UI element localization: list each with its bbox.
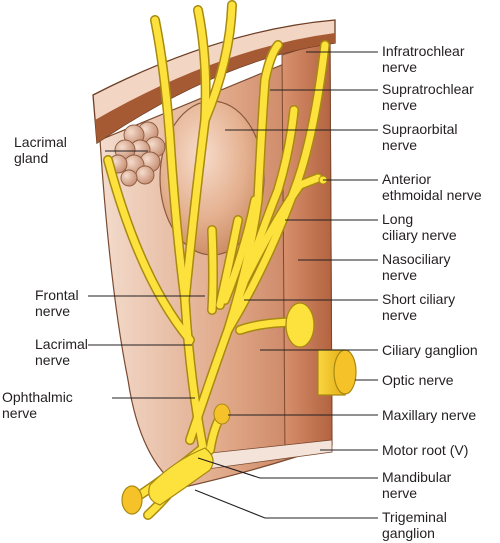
label-line-2: nerve [382,307,417,323]
label-line-2: nerve [382,97,417,113]
label-line-1: Ciliary ganglion [382,342,478,358]
label-short-ciliary-nerve: Short ciliary nerve [382,291,455,323]
label-line-1: Anterior [382,171,431,187]
label-frontal-nerve: Frontal nerve [35,287,79,319]
label-line-1: Short ciliary [382,291,455,307]
label-anterior-ethmoidal-nerve: Anterior ethmoidal nerve [382,171,482,203]
label-line-1: Motor root (V) [382,442,468,458]
label-lacrimal-nerve: Lacrimal nerve [35,336,88,368]
nerve-tracts [103,0,330,520]
label-line-1: Long [382,211,413,227]
label-line-1: Nasociliary [382,251,450,267]
label-line-2: nerve [35,303,70,319]
label-infratrochlear-nerve: Infratrochlear nerve [382,43,465,75]
label-ophthalmic-nerve: Ophthalmic nerve [2,389,73,421]
label-trigeminal-ganglion: Trigeminal ganglion [382,509,447,541]
label-line-2: ciliary nerve [382,227,457,243]
label-line-2: nerve [382,267,417,283]
lacrimal-gland [108,121,166,187]
label-line-1: Optic nerve [382,372,454,388]
label-line-1: Mandibular [382,469,452,485]
label-line-1: Ophthalmic [2,389,73,405]
label-line-2: nerve [35,352,70,368]
ciliary-ganglion [285,302,315,348]
trigeminal-ganglion [121,403,231,515]
label-line-1: Infratrochlear [382,43,465,59]
label-line-1: Supraorbital [382,121,458,137]
label-line-1: Maxillary nerve [382,407,476,423]
label-motor-root: Motor root (V) [382,442,468,458]
label-line-2: nerve [382,137,417,153]
label-ciliary-ganglion: Ciliary ganglion [382,342,478,358]
optic-nerve [317,349,357,396]
label-lacrimal-gland: Lacrimal gland [14,134,67,166]
label-optic-nerve: Optic nerve [382,372,454,388]
label-maxillary-nerve: Maxillary nerve [382,407,476,423]
label-line-2: nerve [382,59,417,75]
label-mandibular-nerve: Mandibular nerve [382,469,452,501]
label-line-2: ganglion [382,525,435,541]
label-line-1: Lacrimal [35,336,88,352]
label-line-2: gland [14,150,48,166]
label-supraorbital-nerve: Supraorbital nerve [382,121,458,153]
label-line-1: Trigeminal [382,509,447,525]
label-long-ciliary-nerve: Long ciliary nerve [382,211,457,243]
label-line-2: ethmoidal nerve [382,187,482,203]
label-nasociliary-nerve: Nasociliary nerve [382,251,450,283]
label-line-1: Supratrochlear [382,81,474,97]
label-supratrochlear-nerve: Supratrochlear nerve [382,81,474,113]
label-line-2: nerve [2,405,37,421]
label-line-1: Frontal [35,287,79,303]
label-line-2: nerve [382,485,417,501]
leader-lines [88,51,378,519]
label-line-1: Lacrimal [14,134,67,150]
